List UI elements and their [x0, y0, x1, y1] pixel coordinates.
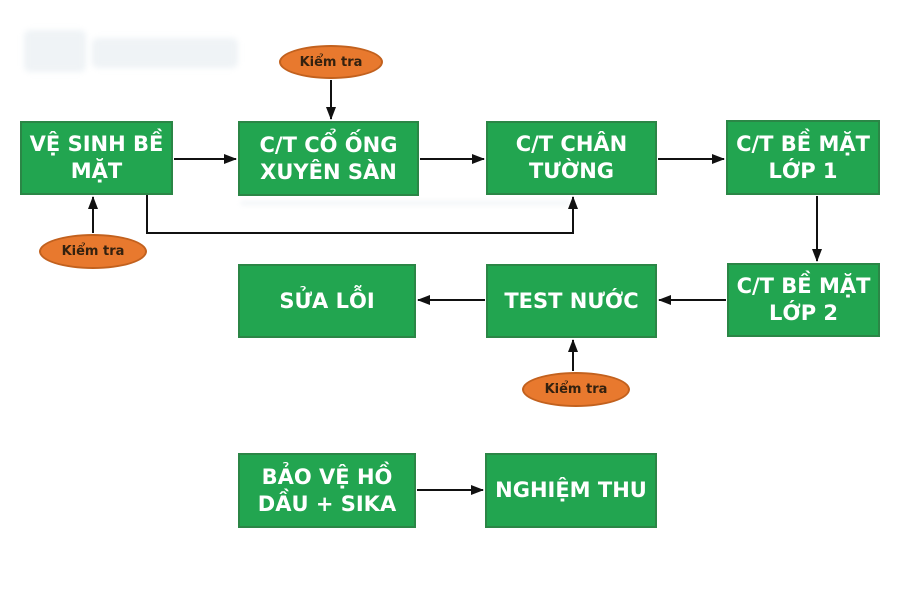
node-label: C/T CỔ ỐNG XUYÊN SÀN	[259, 132, 398, 184]
node-label: C/T CHÂN TƯỜNG	[515, 132, 628, 183]
node-sua-loi: SỬA LỖI	[238, 264, 416, 338]
node-ve-sinh-be-mat: VỆ SINH BỀ MẶT	[20, 121, 173, 195]
node-ct-be-mat-lop-1: C/T BỀ MẶT LỚP 1	[726, 120, 880, 195]
node-label: C/T BỀ MẶT LỚP 1	[736, 131, 870, 183]
arrow-ve-sinh-elbow-to-chan-tuong	[146, 195, 578, 234]
check-bubble-test: Kiểm tra	[522, 372, 630, 407]
node-ct-chan-tuong: C/T CHÂN TƯỜNG	[486, 121, 657, 195]
node-ct-be-mat-lop-2: C/T BỀ MẶT LỚP 2	[727, 263, 880, 337]
check-label: Kiểm tra	[61, 244, 125, 259]
check-label: Kiểm tra	[299, 54, 363, 70]
node-label: BẢO VỆ HỒ DẦU + SIKA	[257, 464, 397, 516]
watermark-text	[92, 38, 238, 68]
watermark-logo	[24, 30, 86, 72]
check-bubble-left: Kiểm tra	[39, 234, 147, 269]
node-bao-ve-ho-dau-sika: BẢO VỆ HỒ DẦU + SIKA	[238, 453, 416, 528]
node-ct-co-ong-xuyen-san: C/T CỔ ỐNG XUYÊN SÀN	[238, 121, 419, 196]
node-nghiem-thu: NGHIỆM THU	[485, 453, 657, 528]
node-label: SỬA LỖI	[279, 288, 375, 313]
node-test-nuoc: TEST NƯỚC	[486, 264, 657, 338]
node-label: VỆ SINH BỀ MẶT	[29, 132, 164, 183]
check-label: Kiểm tra	[544, 382, 608, 397]
watermark-smudge	[240, 200, 570, 206]
node-label: C/T BỀ MẶT LỚP 2	[736, 274, 871, 325]
check-bubble-top: Kiểm tra	[279, 45, 383, 79]
node-label: TEST NƯỚC	[504, 288, 639, 313]
node-label: NGHIỆM THU	[495, 478, 647, 503]
